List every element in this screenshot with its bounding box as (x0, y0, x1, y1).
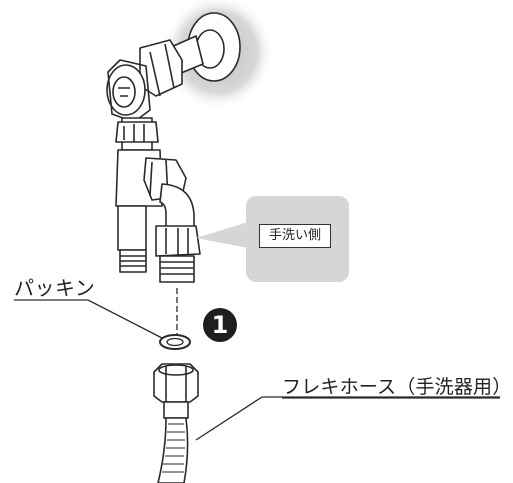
valve-collar (115, 121, 159, 143)
packing-leader (14, 299, 163, 339)
handwash-side-label: 手洗い側 (259, 224, 331, 248)
step-number-badge: 1 (203, 308, 237, 342)
flex-hose-label: フレキホース（手洗器用） (282, 376, 512, 398)
hose-collar (163, 401, 189, 419)
hose-leader (195, 396, 500, 441)
handwash-side-callout: 手洗い側 (246, 196, 349, 282)
hose-tube (157, 417, 189, 483)
callout-pointer (196, 222, 248, 248)
left-outlet-body (117, 205, 147, 251)
right-outlet-thread (159, 255, 195, 283)
packing-label: パッキン (14, 276, 96, 300)
valve-hex (107, 59, 151, 123)
handwash-elbow (159, 183, 195, 233)
